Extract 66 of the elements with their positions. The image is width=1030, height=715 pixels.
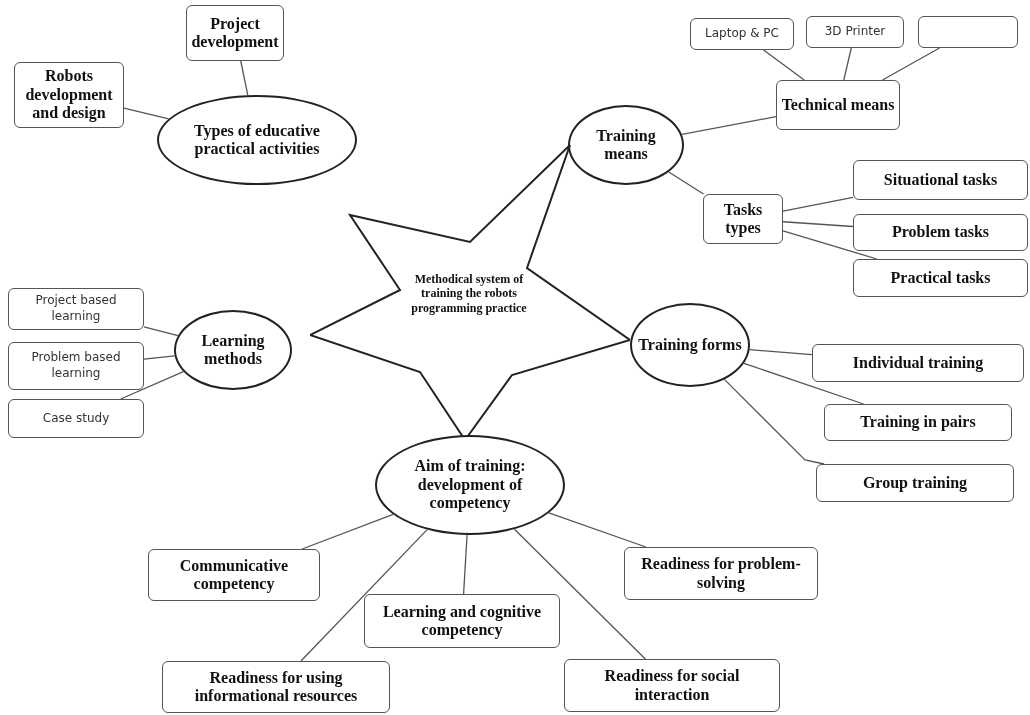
connector-line bbox=[763, 49, 805, 81]
connector-line bbox=[748, 349, 813, 356]
item-box bbox=[8, 288, 144, 330]
node-label: Laptop & PC bbox=[704, 26, 780, 42]
connector-line bbox=[462, 534, 468, 595]
node-label: Readiness for social interaction bbox=[603, 667, 741, 704]
node-label: Practical tasks bbox=[889, 268, 992, 288]
item-box bbox=[853, 160, 1028, 200]
item-box bbox=[812, 344, 1024, 382]
item-box bbox=[703, 194, 783, 244]
item-box bbox=[14, 62, 124, 128]
node-label: Situational tasks bbox=[882, 170, 999, 190]
item-box bbox=[918, 16, 1018, 48]
item-box bbox=[853, 214, 1028, 251]
item-box bbox=[162, 661, 390, 713]
item-box bbox=[776, 80, 900, 130]
node-label: Project based learning bbox=[34, 293, 118, 325]
node-label: Communicative competency bbox=[178, 556, 290, 594]
connector-line bbox=[123, 107, 170, 120]
node-label: Training means bbox=[595, 126, 657, 164]
node-label: Robots development and design bbox=[24, 67, 114, 123]
node-label: Training in pairs bbox=[859, 413, 977, 432]
connector-line bbox=[240, 60, 249, 96]
connector-line bbox=[548, 512, 647, 548]
connector-line bbox=[782, 230, 878, 260]
item-box bbox=[148, 549, 320, 601]
item-box bbox=[816, 464, 1014, 502]
node-label: Readiness for problem-solving bbox=[640, 555, 802, 592]
node-label: Training forms bbox=[637, 335, 743, 355]
item-box bbox=[364, 594, 560, 648]
node-label: Learning and cognitive competency bbox=[381, 602, 543, 640]
node-label: Technical means bbox=[780, 95, 896, 115]
connector-line bbox=[723, 378, 825, 465]
item-box bbox=[186, 5, 284, 61]
item-box bbox=[564, 659, 780, 712]
item-box bbox=[806, 16, 904, 48]
connector-line bbox=[143, 355, 176, 360]
node-label: Methodical system of training the robots programming practice bbox=[410, 272, 528, 316]
connector-line bbox=[143, 326, 179, 337]
node-label: 3D Printer bbox=[823, 24, 887, 40]
node-label: Group training bbox=[861, 473, 969, 493]
connector-line bbox=[301, 513, 394, 550]
node-label: Tasks types bbox=[722, 200, 764, 238]
node-label: Problem based learning bbox=[30, 350, 122, 382]
item-box bbox=[624, 547, 818, 600]
connector-line bbox=[668, 171, 705, 195]
connector-line bbox=[881, 47, 941, 81]
node-label: Project development bbox=[190, 14, 280, 52]
item-box bbox=[690, 18, 794, 50]
connector-line bbox=[782, 196, 854, 212]
node-label: Types of educative practical activities bbox=[193, 121, 321, 159]
connector-line bbox=[782, 221, 854, 228]
connector-line bbox=[300, 528, 428, 662]
item-box bbox=[8, 342, 144, 390]
item-box bbox=[8, 399, 144, 438]
node-label: Problem tasks bbox=[890, 223, 990, 242]
item-box bbox=[853, 259, 1028, 297]
item-box bbox=[824, 404, 1012, 441]
connector-line bbox=[513, 528, 646, 660]
node-label: Readiness for using informational resources bbox=[193, 668, 359, 706]
node-label: Learning methods bbox=[200, 331, 266, 369]
connector-line bbox=[681, 116, 777, 136]
node-label: Aim of training: development of competency bbox=[413, 457, 527, 513]
node-label: Individual training bbox=[851, 353, 985, 373]
connector-line bbox=[843, 47, 852, 81]
node-label: Case study bbox=[41, 410, 111, 427]
